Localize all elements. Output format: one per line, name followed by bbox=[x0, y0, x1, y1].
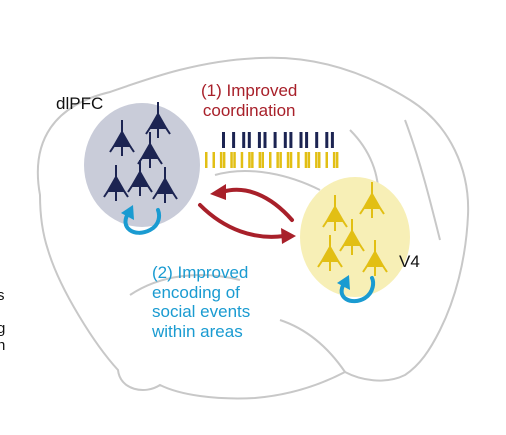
dlpfc-loop-arrowhead bbox=[121, 205, 134, 220]
spike-mark bbox=[248, 152, 251, 168]
spike-mark bbox=[233, 152, 236, 168]
spike-mark bbox=[247, 132, 251, 148]
spike-mark bbox=[279, 152, 282, 168]
v4-loop-arrow bbox=[339, 276, 376, 304]
brain-sulcus-1 bbox=[214, 169, 321, 191]
spike-mark bbox=[205, 152, 208, 168]
spike-mark bbox=[232, 132, 236, 148]
spike-mark bbox=[222, 152, 226, 168]
spike-mark bbox=[251, 152, 254, 168]
neuron-icon bbox=[339, 219, 365, 255]
dlpfc-label: dlPFC bbox=[56, 94, 104, 113]
neuron-icon bbox=[362, 240, 388, 276]
spike-mark bbox=[318, 152, 321, 168]
spike-mark bbox=[261, 152, 264, 168]
neuron-icon bbox=[103, 165, 129, 201]
spike-mark bbox=[212, 152, 215, 168]
v4-loop-arrowhead bbox=[337, 275, 350, 290]
brain-sulcus-2 bbox=[129, 274, 241, 296]
spike-mark bbox=[230, 152, 233, 168]
encoding-label-line3: social events bbox=[152, 302, 251, 322]
cropped-edge-line2 bbox=[0, 305, 5, 322]
spike-mark bbox=[222, 132, 225, 148]
neuron-icon bbox=[317, 235, 343, 271]
encoding-loop-arrows bbox=[123, 208, 376, 304]
v4-to-dlpfc-arrow bbox=[220, 187, 294, 222]
spike-mark bbox=[269, 152, 272, 168]
dlpfc-loop-arrow bbox=[123, 208, 161, 235]
spike-mark bbox=[289, 152, 293, 168]
cropped-edge-line1: s bbox=[0, 287, 5, 304]
spike-mark bbox=[304, 152, 308, 168]
spike-mark bbox=[286, 152, 290, 168]
dlpfc-spike-train bbox=[222, 132, 334, 148]
spike-mark bbox=[299, 132, 303, 148]
spike-mark bbox=[325, 132, 329, 148]
v4-to-dlpfc-arrowhead bbox=[210, 184, 226, 200]
spike-mark bbox=[273, 132, 277, 148]
spike-mark bbox=[289, 132, 293, 148]
v4-neurons bbox=[317, 182, 388, 276]
spike-mark bbox=[297, 152, 300, 168]
v4-spike-train bbox=[205, 152, 339, 168]
encoding-label: (2) Improved encoding of social events w… bbox=[152, 263, 250, 341]
neuron-icon bbox=[152, 167, 178, 203]
dlpfc-region bbox=[84, 103, 200, 227]
encoding-label-line2: encoding of bbox=[152, 282, 240, 302]
spike-mark bbox=[325, 152, 328, 168]
spike-mark bbox=[307, 152, 311, 168]
dlpfc-to-v4-arrow bbox=[198, 203, 286, 239]
spike-mark bbox=[315, 152, 318, 168]
cropped-edge-text: s g n bbox=[0, 287, 6, 354]
brain-outline bbox=[36, 56, 470, 400]
spike-mark bbox=[242, 132, 246, 148]
coordination-label-line1: (1) Improved bbox=[201, 81, 298, 100]
coordination-arrows bbox=[198, 187, 294, 239]
cropped-edge-line3: g bbox=[0, 320, 6, 337]
encoding-label-line1: (2) Improved bbox=[152, 263, 249, 282]
dlpfc-to-v4-arrowhead bbox=[281, 228, 296, 244]
spike-mark bbox=[258, 152, 262, 168]
spike-mark bbox=[263, 132, 267, 148]
neuron-icon bbox=[145, 102, 171, 138]
cropped-edge-line4: n bbox=[0, 336, 6, 354]
spike-mark bbox=[257, 132, 261, 148]
spike-mark bbox=[315, 132, 319, 148]
spike-mark bbox=[219, 152, 223, 168]
spike-mark bbox=[283, 132, 287, 148]
v4-label: V4 bbox=[399, 252, 420, 271]
brain-sulcus-5 bbox=[404, 119, 441, 241]
spike-mark bbox=[240, 152, 244, 168]
neuron-icon bbox=[109, 120, 135, 156]
spike-mark bbox=[330, 132, 334, 148]
brain-sulcus-4 bbox=[279, 319, 346, 373]
spike-mark bbox=[335, 152, 339, 168]
spike-mark bbox=[332, 152, 336, 168]
neuron-icon bbox=[127, 160, 153, 196]
coordination-label: (1) Improved coordination bbox=[201, 81, 297, 120]
encoding-label-line4: within areas bbox=[152, 321, 243, 341]
neuron-icon bbox=[359, 182, 385, 218]
spike-mark bbox=[276, 152, 279, 168]
dlpfc-neurons bbox=[103, 102, 178, 203]
coordination-label-line2: coordination bbox=[202, 100, 296, 120]
neuron-icon bbox=[322, 195, 348, 231]
spike-mark bbox=[305, 132, 309, 148]
